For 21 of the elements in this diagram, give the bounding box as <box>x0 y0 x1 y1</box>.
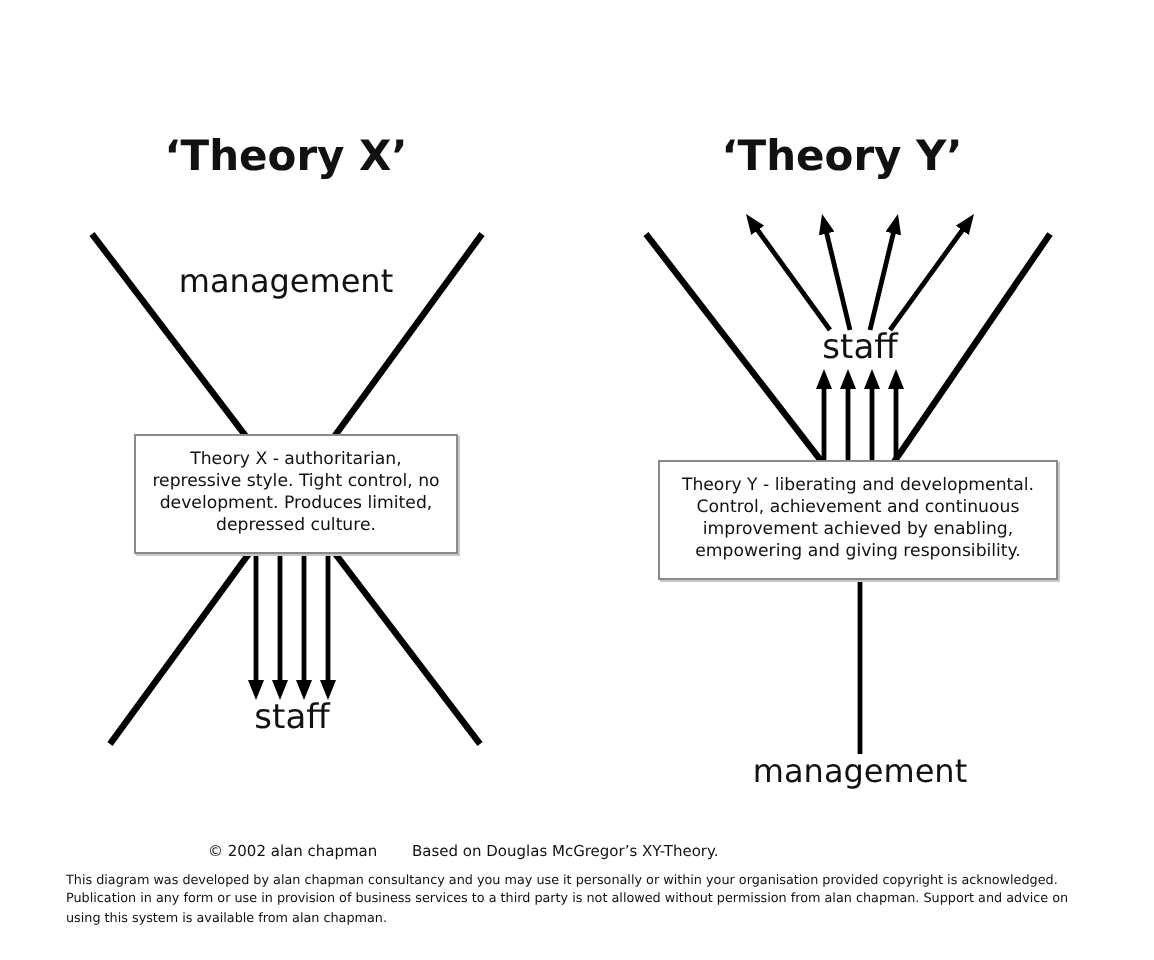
heading: ‘Theory Y’ <box>721 132 963 181</box>
description-box: Theory X - authoritarian, repressive style. Tight control, no development. Produces limited, depressed culture. <box>134 434 458 554</box>
arrow <box>818 214 853 331</box>
node-label: management <box>752 754 968 791</box>
text-label: management <box>178 264 394 301</box>
arrow <box>248 554 264 700</box>
arrow <box>320 554 336 700</box>
description-box: Theory Y - liberating and developmental. Control, achievement and continuous improvement achieved by enabling, empowering and giving responsibility. <box>658 460 1058 580</box>
arrow <box>888 214 974 332</box>
arrow <box>867 214 902 331</box>
heading: ‘Theory X’ <box>164 132 408 181</box>
node-label: staff <box>822 330 898 370</box>
connector-line <box>857 580 863 754</box>
arrow <box>840 369 856 460</box>
node-label: staff <box>254 700 330 740</box>
arrow <box>746 214 832 332</box>
arrow <box>864 369 880 460</box>
arrow <box>296 554 312 700</box>
arrow <box>272 554 288 700</box>
arrow <box>816 369 832 460</box>
arrow <box>888 369 904 460</box>
